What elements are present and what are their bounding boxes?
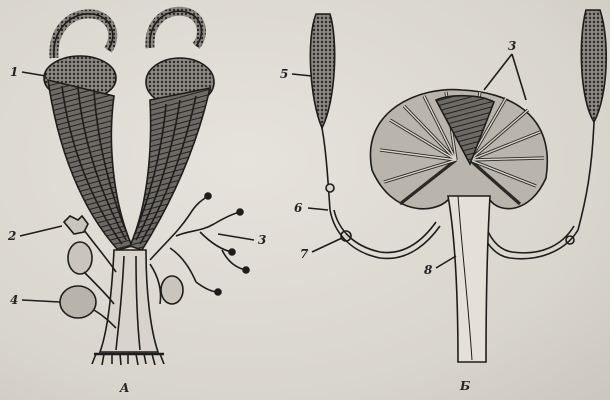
- callout-a-2: 2: [8, 230, 16, 242]
- callout-a-3: 3: [258, 234, 266, 246]
- callout-b-7: 7: [300, 248, 308, 260]
- callout-b-8: 8: [424, 264, 432, 276]
- callout-a-4: 4: [10, 294, 18, 306]
- panel-b-label: Б: [460, 380, 470, 392]
- callout-b-6: 6: [294, 202, 302, 214]
- callout-a-1: 1: [10, 66, 18, 78]
- panel-a-label: A: [120, 382, 129, 394]
- callout-b-5: 5: [280, 68, 288, 80]
- panel-a-drawing: [20, 11, 254, 365]
- callout-b-3: 3: [508, 40, 516, 52]
- panel-b-drawing: [292, 10, 606, 362]
